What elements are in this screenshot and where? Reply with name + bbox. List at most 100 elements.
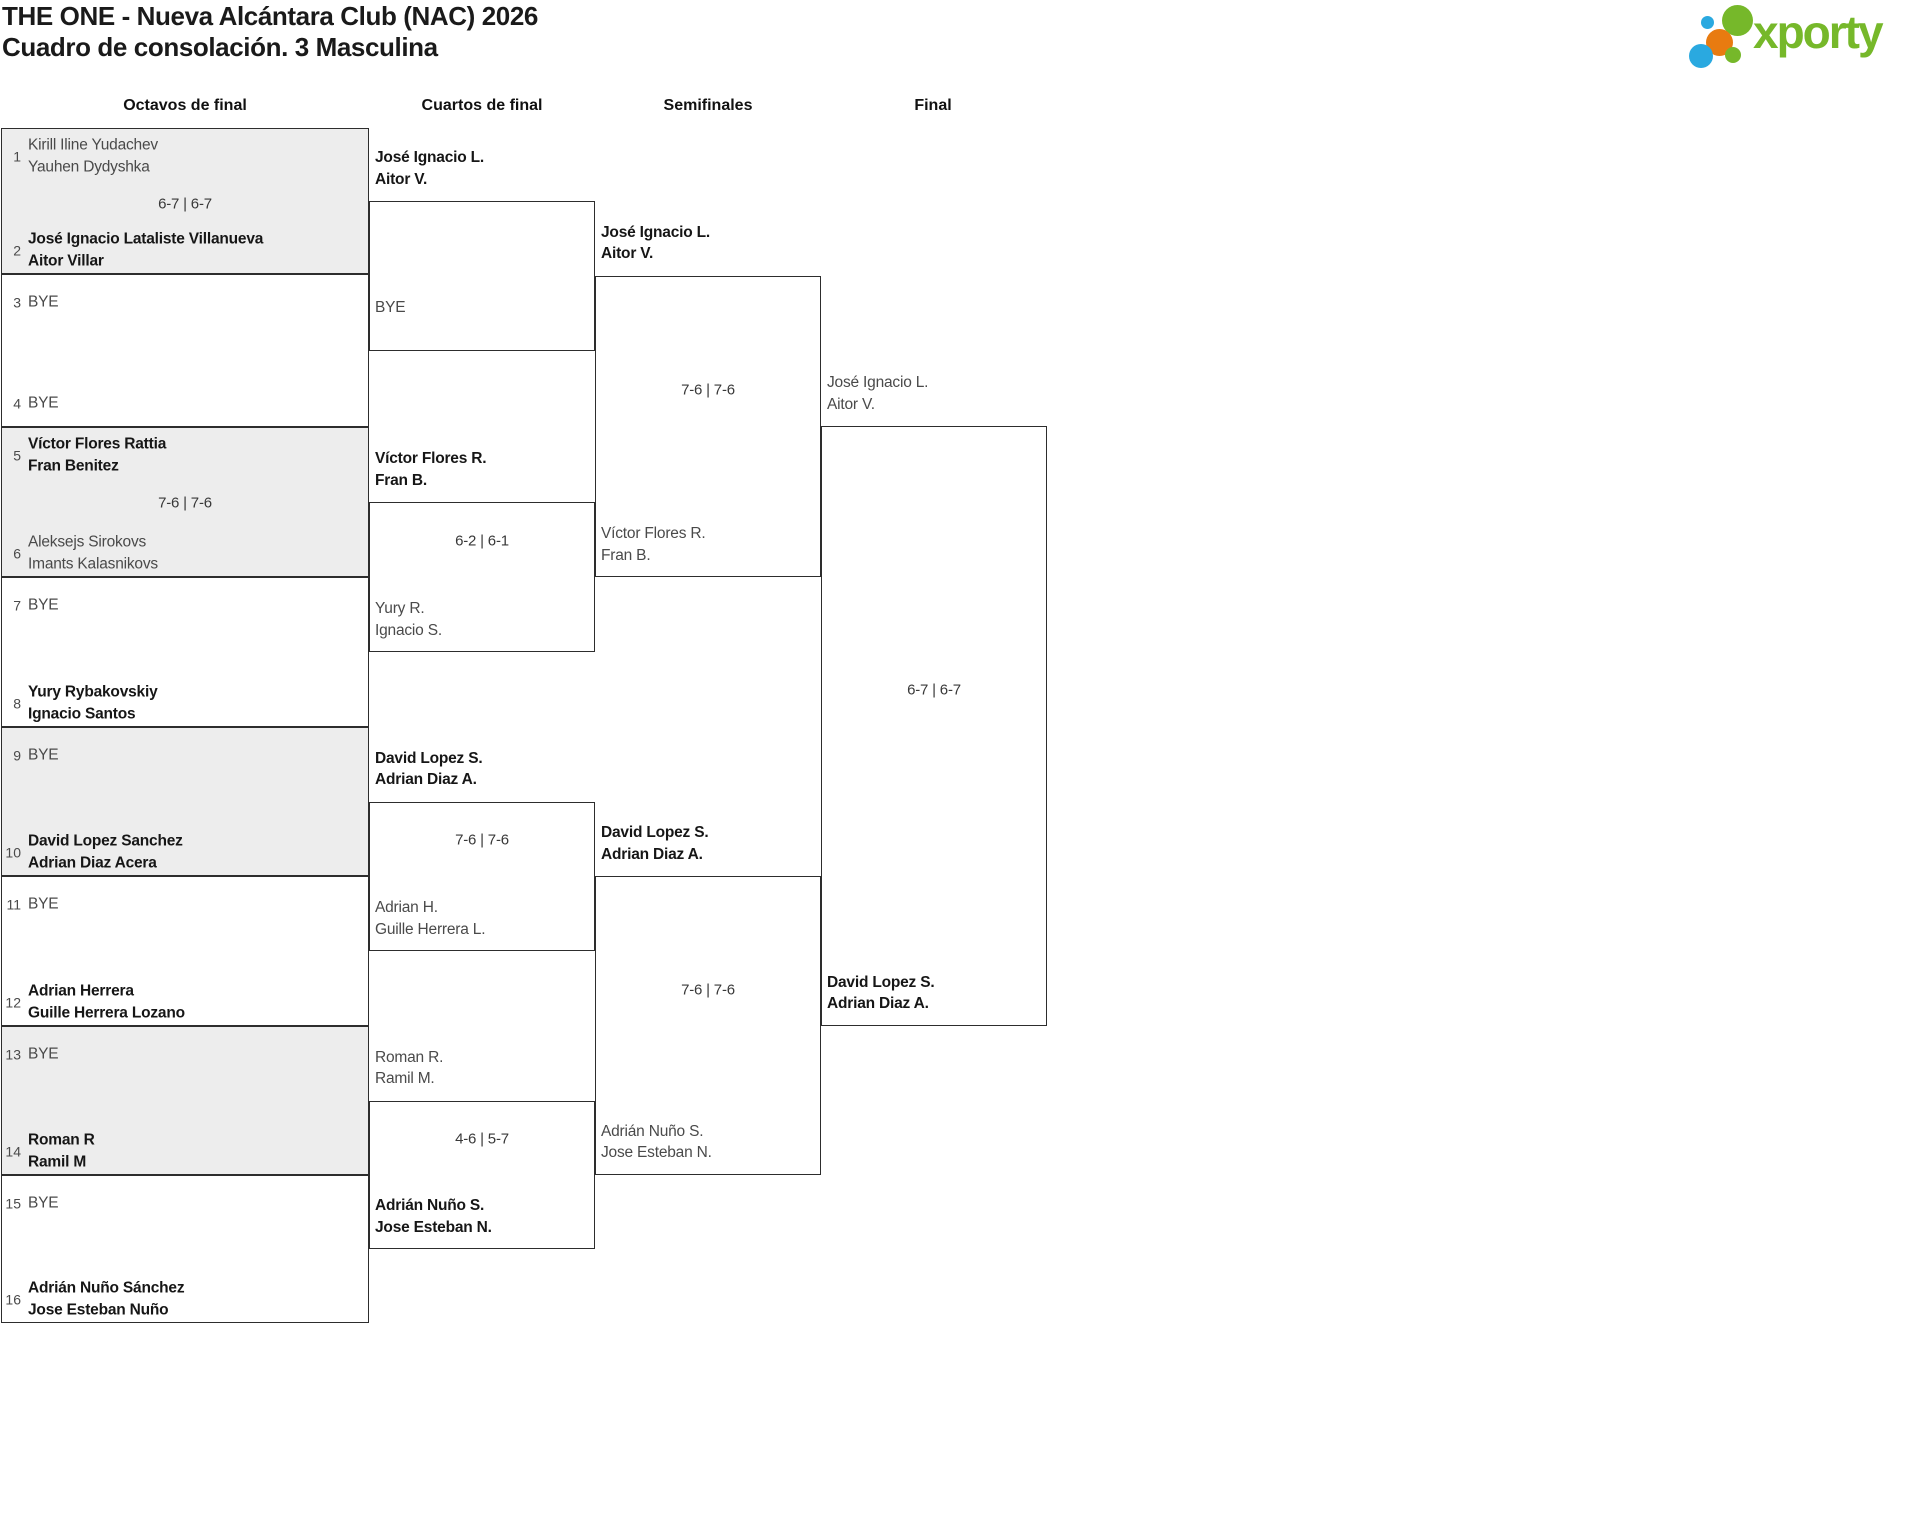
team-name-line: David Lopez S.	[375, 749, 483, 767]
team-name-line: Aitor V.	[827, 395, 875, 413]
bye-label: BYE	[28, 394, 59, 412]
team-name-line: José Ignacio Lataliste Villanueva	[28, 230, 264, 248]
sf-top-team-label: David Lopez S. Adrian Diaz A.	[601, 822, 815, 866]
team-seed: 16	[5, 1291, 21, 1307]
team-name-line: Guille Herrera Lozano	[28, 1004, 185, 1021]
r16-team-top: 13 BYE	[2, 1043, 368, 1065]
match-score: 6-2 | 6-1	[455, 532, 509, 550]
sf-bottom-team-label: Adrián Nuño S.Jose Esteban N.	[601, 1121, 815, 1165]
r16-team-top: 9 BYE	[2, 744, 368, 766]
team-name-line: Adrian Diaz A.	[601, 845, 703, 863]
sf-match-2	[595, 876, 821, 1175]
team-name-line: Fran B.	[375, 471, 427, 489]
team-name-line: Roman R.	[375, 1048, 444, 1066]
tournament-title-block: THE ONE - Nueva Alcántara Club (NAC) 202…	[2, 1, 538, 63]
team-name-line: Aitor V.	[601, 245, 654, 263]
xporty-logo[interactable]: xporty	[1680, 0, 1920, 80]
team-names: BYE	[28, 744, 59, 766]
round-header-cuartos: Cuartos de final	[421, 97, 543, 114]
team-name-line: David Lopez Sanchez	[28, 832, 183, 850]
team-seed: 5	[13, 447, 21, 463]
r16-team-bottom: 4 BYE	[2, 392, 368, 414]
team-seed: 2	[13, 242, 21, 258]
team-seed: 8	[13, 695, 21, 711]
match-score: 7-6 | 7-6	[158, 494, 212, 512]
team-name-line: Yury Rybakovskiy	[28, 683, 158, 701]
team-name-line: Adrian Herrera	[28, 982, 134, 1000]
match-score: 4-6 | 5-7	[455, 1130, 509, 1148]
team-names: BYE	[28, 1043, 59, 1065]
qf-top-team-label: Víctor Flores R. Fran B.	[375, 448, 589, 492]
bye-label: BYE	[28, 895, 59, 913]
team-seed: 1	[13, 148, 21, 164]
sf-top-team-label: José Ignacio L.Aitor V.	[601, 222, 815, 266]
team-name-line: Jose Esteban N.	[375, 1218, 492, 1236]
bye-label: BYE	[28, 596, 59, 614]
team-name-line: Ignacio S.	[375, 621, 442, 639]
team-name-line: Yury R.	[375, 600, 425, 617]
qf-bottom-team-label: Yury R. Ignacio S.	[375, 598, 589, 642]
tournament-title: THE ONE - Nueva Alcántara Club (NAC) 202…	[2, 1, 538, 31]
team-names: BYE	[28, 291, 59, 313]
team-seed: 6	[13, 545, 21, 561]
team-name-line: Aleksejs Sirokovs	[28, 533, 147, 551]
team-seed: 12	[5, 994, 21, 1010]
match-score: 7-6 | 7-6	[681, 981, 735, 998]
final-match-1	[821, 426, 1047, 1026]
team-names: BYE	[28, 1192, 59, 1214]
team-name-line: Adrian Diaz A.	[827, 995, 929, 1012]
bye-label: BYE	[28, 1194, 59, 1212]
round-header-final: Final	[914, 97, 952, 114]
round-header-octavos: Octavos de final	[123, 97, 247, 114]
round-header-semifinales: Semifinales	[663, 97, 753, 114]
team-name-line: Aitor Villar	[28, 252, 104, 269]
match-score: 7-6 | 7-6	[455, 831, 509, 849]
team-name-line: Víctor Flores R.	[375, 450, 487, 467]
qf-match-1	[369, 201, 595, 351]
logo-dot-medium-blue	[1689, 44, 1713, 68]
qf-match-4	[369, 1100, 595, 1249]
team-name-line: Roman R	[28, 1131, 95, 1149]
team-name-line: Fran B.	[601, 546, 651, 564]
team-name-line: Jose Esteban N.	[601, 1144, 712, 1162]
team-seed: 11	[6, 896, 21, 912]
team-seed: 15	[5, 1195, 21, 1211]
match-score: 6-7 | 6-7	[158, 195, 212, 213]
team-name-line: Guille Herrera L.	[375, 920, 486, 938]
final-top-team-label: José Ignacio L. Aitor V.	[827, 372, 1041, 416]
team-seed: 4	[13, 395, 21, 411]
team-name-line: David Lopez S.	[601, 824, 709, 842]
team-seed: 7	[13, 597, 21, 613]
qf-bottom-team-label: Adrián Nuño S. Jose Esteban N.	[375, 1195, 589, 1239]
team-seed: 9	[13, 747, 21, 763]
team-seed: 14	[5, 1143, 21, 1159]
logo-text: xporty	[1753, 6, 1884, 58]
team-names: BYE	[28, 893, 59, 915]
team-name-line: Adrián Nuño S.	[375, 1197, 485, 1214]
team-name-line: Adrian Diaz A.	[375, 771, 477, 788]
team-seed: 13	[5, 1046, 21, 1062]
team-name-line: Adrian Diaz Acera	[28, 854, 157, 871]
team-name-line: José Ignacio L.	[827, 374, 929, 392]
qf-top-team-label: José Ignacio L.Aitor V.	[375, 147, 589, 191]
